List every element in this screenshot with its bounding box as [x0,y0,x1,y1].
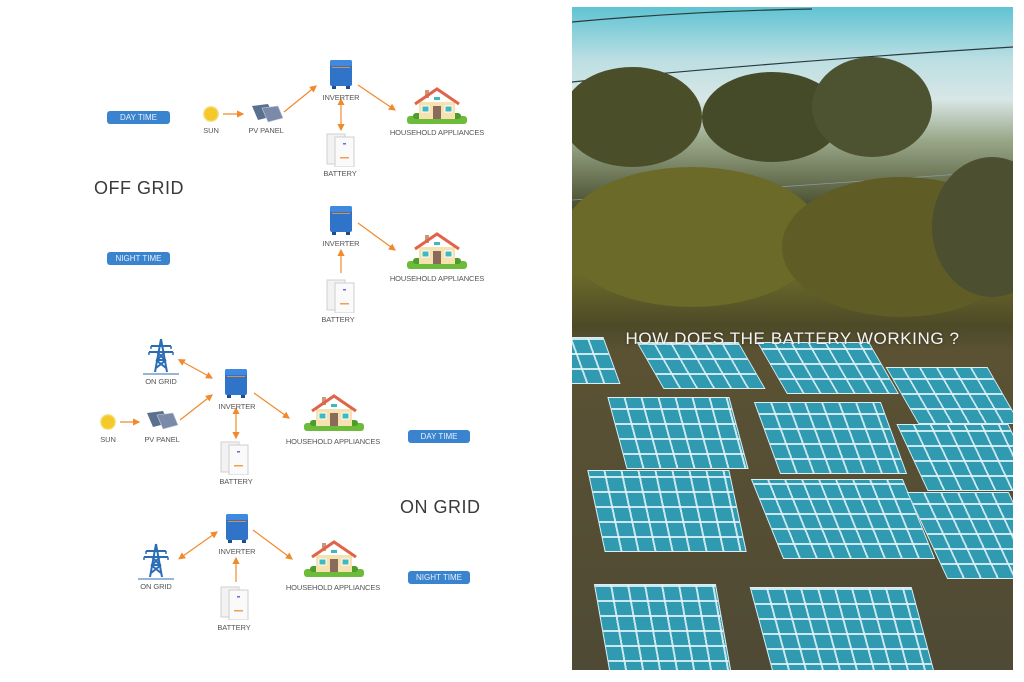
on-grid-label: ON GRID [140,582,172,591]
battery-label: BATTERY [321,315,355,324]
inverter-icon [225,513,249,543]
solar-farm-photo: HOW DOES THE BATTERY WORKING ? [572,7,1013,670]
off-grid-night-badge: NIGHT TIME [107,252,170,265]
inverter-icon [329,59,353,89]
inverter-label: INVERTER [218,547,256,556]
photo-title: HOW DOES THE BATTERY WORKING ? [625,329,960,348]
power-tower-icon [143,338,179,376]
house-icon [407,231,467,271]
inverter-label: INVERTER [322,239,360,248]
power-tower-icon [138,543,174,581]
sun-label: SUN [203,126,219,135]
sun-label: SUN [100,435,116,444]
household-label: HOUSEHOLD APPLIANCES [285,583,381,592]
pv-panel-label: PV PANEL [144,435,180,444]
on-grid-night-badge: NIGHT TIME [408,571,470,584]
on-grid-label: ON GRID [145,377,177,386]
on-grid-heading: ON GRID [400,497,481,517]
household-label: HOUSEHOLD APPLIANCES [389,128,485,137]
household-label: HOUSEHOLD APPLIANCES [389,274,485,283]
inverter-label: INVERTER [322,93,360,102]
inverter-icon [329,205,353,235]
battery-label: BATTERY [217,623,251,632]
power-lines [572,8,1013,317]
battery-icon [220,586,250,620]
house-icon [407,86,467,126]
battery-label: BATTERY [219,477,253,486]
sun-icon [99,413,117,431]
battery-icon [326,279,356,313]
pv-panel-icon [145,409,179,431]
off-grid-heading: OFF GRID [94,178,184,198]
off-grid-day-badge: DAY TIME [107,111,170,124]
battery-icon [220,441,250,475]
house-icon [304,539,364,579]
battery-label: BATTERY [323,169,357,178]
household-label: HOUSEHOLD APPLIANCES [285,437,381,446]
inverter-label: INVERTER [218,402,256,411]
on-grid-day-badge: DAY TIME [408,430,470,443]
house-icon [304,393,364,433]
pv-panel-icon [250,102,284,124]
pv-panel-label: PV PANEL [248,126,284,135]
battery-icon [326,133,356,167]
sun-icon [202,105,220,123]
flow-arrows [120,84,396,582]
inverter-icon [224,368,248,398]
